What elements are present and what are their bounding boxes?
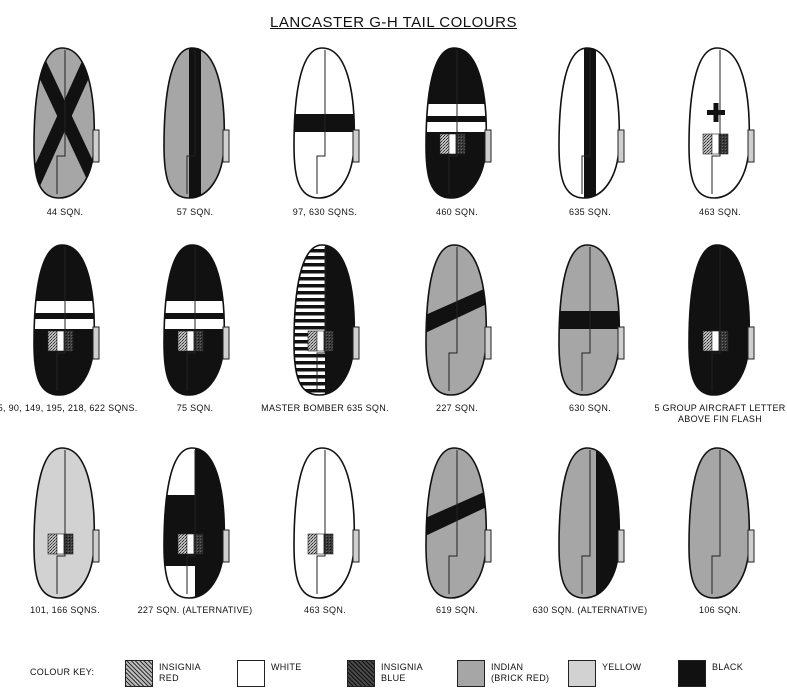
- colour-key-swatch: [678, 660, 706, 687]
- fin-10: [425, 244, 492, 396]
- fin-label: 227 SQN. (ALTERNATIVE): [137, 605, 253, 615]
- fin-label: 15, 90, 149, 195, 218, 622 SQNS.: [0, 403, 138, 413]
- fin-4: [425, 47, 492, 199]
- fin-13: [33, 447, 100, 599]
- fin-label: 106 SQN.: [699, 605, 741, 615]
- fin-label: 227 SQN.: [436, 403, 478, 413]
- fin-label: 463 SQN.: [304, 605, 346, 615]
- diagram-title: LANCASTER G-H TAIL COLOURS: [270, 14, 517, 31]
- fin-18: [688, 447, 755, 599]
- fin-12: [688, 244, 755, 396]
- fin-label: 5 GROUP AIRCRAFT LETTER ABOVE FIN FLASH: [654, 403, 786, 424]
- colour-key-swatch: [347, 660, 375, 687]
- fin-7: [33, 244, 100, 396]
- fin-16: [425, 447, 492, 599]
- fin-9: [293, 244, 360, 396]
- fin-label: 630 SQN.: [569, 403, 611, 413]
- fin-1: [33, 47, 100, 199]
- fin-label: 44 SQN.: [46, 207, 84, 217]
- colour-key-swatch: [457, 660, 485, 687]
- fin-3: [293, 47, 360, 199]
- colour-key-label: YELLOW: [602, 662, 642, 672]
- fin-label: 630 SQN. (ALTERNATIVE): [532, 605, 648, 615]
- fin-label: 619 SQN.: [436, 605, 478, 615]
- fin-label: MASTER BOMBER 635 SQN.: [261, 403, 389, 413]
- fin-8: [163, 244, 230, 396]
- colour-key-swatch: [568, 660, 596, 687]
- fin-14: [163, 447, 230, 599]
- fin-15: [293, 447, 360, 599]
- colour-key-label: INSIGNIA BLUE: [381, 662, 423, 683]
- colour-key-label: INDIAN (BRICK RED): [491, 662, 550, 683]
- fin-11: [558, 244, 625, 396]
- fin-label: 57 SQN.: [176, 207, 214, 217]
- fin-2: [163, 47, 230, 199]
- colour-key-swatch: [237, 660, 265, 687]
- colour-key-title: COLOUR KEY:: [30, 667, 95, 677]
- fin-6: [688, 47, 755, 199]
- fin-label: 101, 166 SQNS.: [30, 605, 100, 615]
- fin-label: 463 SQN.: [699, 207, 741, 217]
- fin-5: [558, 47, 625, 199]
- fin-label: 635 SQN.: [569, 207, 611, 217]
- fin-label: 460 SQN.: [436, 207, 478, 217]
- colour-key-swatch: [125, 660, 153, 687]
- colour-key-label: BLACK: [712, 662, 744, 672]
- fin-label: 75 SQN.: [176, 403, 214, 413]
- fin-17: [558, 447, 625, 599]
- colour-key-label: WHITE: [271, 662, 302, 672]
- fin-label: 97, 630 SQNS.: [292, 207, 358, 217]
- colour-key-label: INSIGNIA RED: [159, 662, 201, 683]
